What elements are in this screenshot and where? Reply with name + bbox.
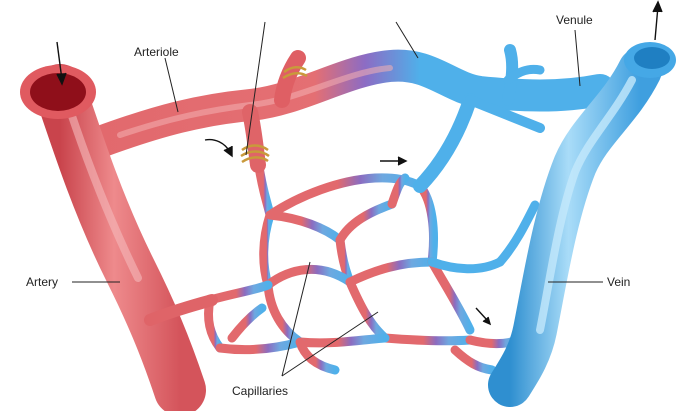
vein-label: Vein bbox=[607, 275, 630, 289]
capillaries-label: Capillaries bbox=[232, 384, 288, 398]
artery-lumen bbox=[30, 73, 86, 111]
arteriole-label: Arteriole bbox=[134, 45, 179, 59]
vein-lumen bbox=[634, 47, 670, 69]
venule-label: Venule bbox=[556, 13, 593, 27]
artery-label: Artery bbox=[26, 275, 58, 289]
vein bbox=[510, 70, 640, 385]
